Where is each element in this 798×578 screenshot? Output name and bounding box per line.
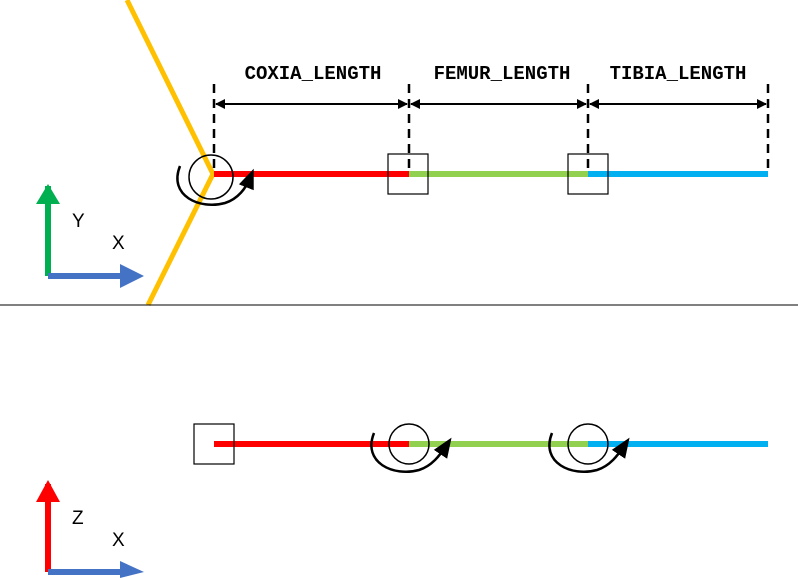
tibia-length-label: TIBIA_LENGTH (610, 63, 747, 85)
fixed-joint-icon (567, 153, 609, 195)
side-view: Z X (36, 423, 768, 578)
dimension-extension-lines (212, 84, 770, 174)
rotation-joint-icon (548, 423, 630, 473)
side-axis-indicator: Z X (36, 480, 144, 578)
body-edge (124, 0, 216, 307)
y-axis-arrowhead (36, 184, 60, 204)
x-axis-label: X (112, 530, 125, 551)
x-axis-label: X (112, 233, 125, 254)
coxia-length-label: COXIA_LENGTH (245, 63, 382, 85)
z-axis-arrowhead (36, 480, 60, 502)
x-axis-arrowhead (120, 561, 144, 578)
z-axis-label: Z (72, 508, 84, 529)
x-axis-arrowhead (120, 264, 144, 288)
rotation-joint-icon (176, 154, 254, 206)
fixed-joint-icon (387, 153, 429, 195)
y-axis-label: Y (72, 211, 85, 232)
femur-length-label: FEMUR_LENGTH (434, 63, 571, 85)
top-axis-indicator: Y X (36, 184, 144, 288)
top-view: COXIA_LENGTH FEMUR_LENGTH TIBIA_LENGTH (36, 0, 770, 307)
rotation-joint-icon (370, 423, 452, 473)
fixed-joint-icon (193, 423, 235, 465)
